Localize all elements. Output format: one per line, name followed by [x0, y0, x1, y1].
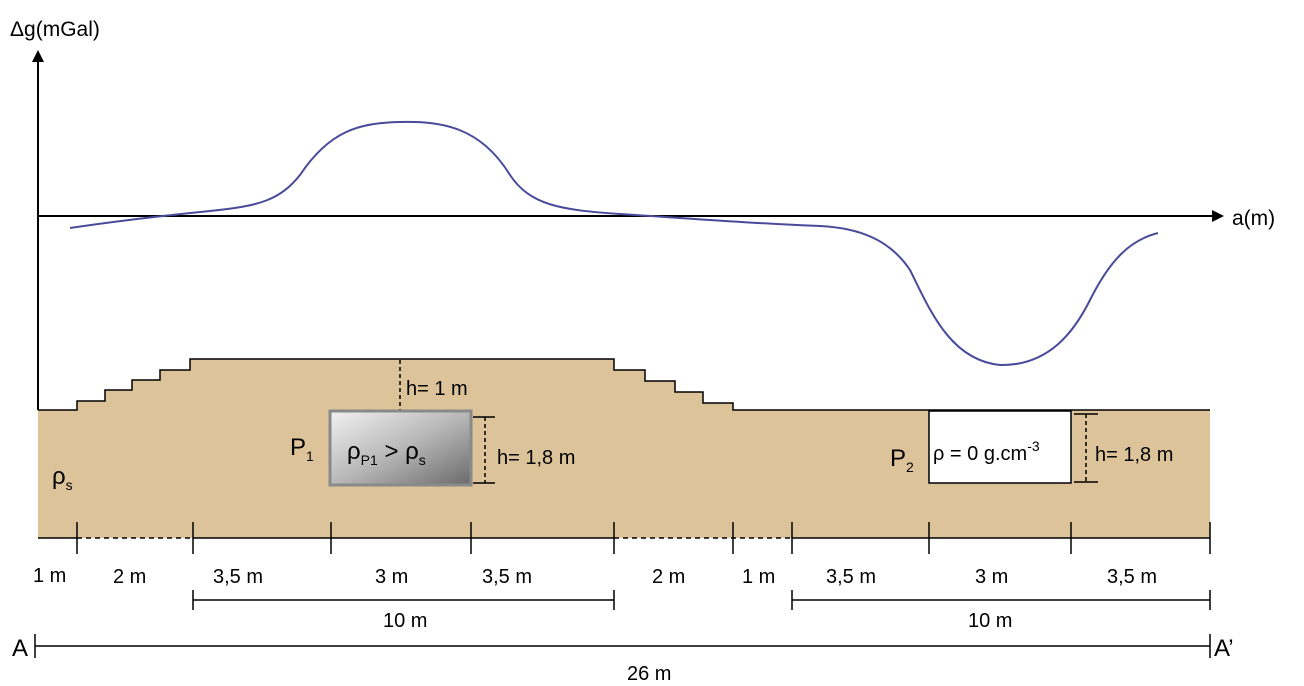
segment-label: 3,5 m: [482, 566, 532, 588]
left-10m-label: 10 m: [383, 610, 427, 632]
right-10m-label: 10 m: [968, 610, 1012, 632]
p2-density-label: ρ = 0 g.cm-3: [933, 438, 1040, 465]
segment-ticks: [76, 522, 1211, 554]
point-a-label: A: [12, 635, 28, 662]
gravity-anomaly-curve: [69, 120, 1159, 367]
x-axis-label: a(m): [1232, 207, 1275, 230]
p1-name-label: P1: [290, 434, 314, 464]
segment-label: 3,5 m: [826, 566, 876, 588]
total-span-label: 26 m: [627, 663, 671, 685]
p2-void-body: [928, 410, 1072, 484]
segment-label: 3 m: [375, 566, 408, 588]
segment-label: 2 m: [652, 566, 685, 588]
p1-density-expression: ρP1 > ρs: [347, 438, 426, 468]
p2-name-label: P2: [890, 445, 914, 475]
segment-label: 2 m: [113, 566, 146, 588]
segment-label: 1 m: [33, 565, 66, 587]
ground-surface-line: [38, 358, 1210, 411]
mound-height-label: h= 1 m: [406, 378, 468, 400]
p1-height-label: h= 1,8 m: [497, 447, 575, 469]
segment-label: 1 m: [742, 566, 775, 588]
segment-label: 3 m: [975, 566, 1008, 588]
segment-label: 3,5 m: [213, 566, 263, 588]
p1-dense-body: [328, 409, 473, 487]
segment-label: 3,5 m: [1107, 566, 1157, 588]
y-axis-label: Δg(mGal): [10, 18, 100, 41]
ground-section: [38, 359, 1210, 538]
ground-density-label: ρs: [52, 463, 73, 493]
p2-height-label: h= 1,8 m: [1095, 444, 1173, 466]
point-a-prime-label: A’: [1214, 635, 1234, 662]
